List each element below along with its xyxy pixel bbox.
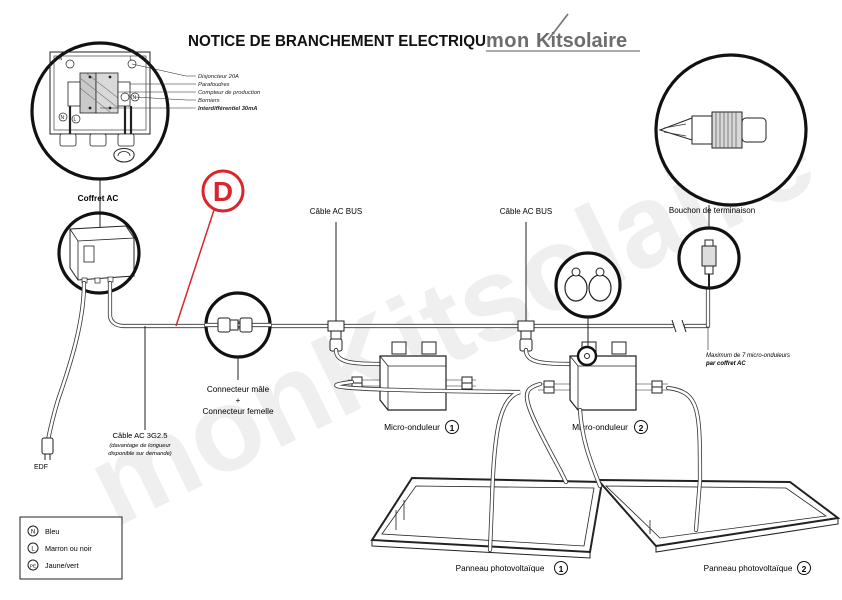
terminal-label: L xyxy=(74,117,77,123)
connecteur-male-label: Connecteur mâle xyxy=(207,385,270,394)
terminal-label: N xyxy=(133,95,137,101)
cable-ac-note-1: (davantage de longueur xyxy=(109,443,171,449)
legend-symbol-n: N xyxy=(31,530,35,536)
brand-logo-text-b: Kitsolaire xyxy=(536,30,627,52)
edf-label: EDF xyxy=(34,464,48,471)
color-legend: N Bleu L Marron ou noir PE Jaune/vert xyxy=(19,516,123,580)
max-note-1: Maximum de 7 micro-onduleurs xyxy=(706,353,790,359)
t-connector-icon xyxy=(327,320,345,352)
legend-symbol-l: L xyxy=(31,547,35,553)
max-note-2: par coffret AC xyxy=(705,361,746,367)
legend-text-bleu: Bleu xyxy=(45,527,59,536)
micro-label-1: Micro-onduleur xyxy=(384,422,440,432)
termination-cap-icon xyxy=(654,53,808,207)
panel-wires xyxy=(334,379,703,553)
ac-plug-icon xyxy=(41,437,54,460)
connecteur-plus-label: + xyxy=(236,396,241,405)
cable-bus-label-1: Câble AC BUS xyxy=(310,207,362,216)
coffret-legend: Disjoncteur 20A Parafoudres Compteur de … xyxy=(198,74,260,112)
legend-text-marron: Marron ou noir xyxy=(45,544,92,553)
terminal-label: N xyxy=(59,56,63,62)
micro-label-2: Micro-onduleur xyxy=(572,422,628,432)
coffret-ac-label: Coffret AC xyxy=(78,194,119,203)
micro-num-1: 1 xyxy=(450,423,455,433)
legend-interdifferentiel: Interdifférentiel 30mA xyxy=(198,106,258,112)
terminal-label: N xyxy=(61,115,65,121)
breaker-box-icon xyxy=(69,225,135,284)
male-female-connector-icon xyxy=(203,291,273,359)
legend-compteur: Compteur de production xyxy=(198,90,260,96)
legend-disjoncteur: Disjoncteur 20A xyxy=(198,74,239,80)
bouchon-label: Bouchon de terminaison xyxy=(669,206,755,215)
header: NOTICE DE BRANCHEMENT ELECTRIQU mon Kits… xyxy=(188,13,640,52)
cable-ac-label: Câble AC 3G2.5 xyxy=(113,431,168,440)
badge-d: D xyxy=(175,169,245,327)
legend-text-jaune: Jaune/vert xyxy=(45,561,79,570)
coffret-legend-leaders xyxy=(100,63,196,109)
brand-logo-text-a: mon xyxy=(486,30,530,52)
coffret-zoom-circle xyxy=(57,211,141,295)
coffret-detail-icon xyxy=(30,41,170,181)
solar-panel-icon xyxy=(595,478,841,553)
solar-panel-icon xyxy=(370,476,604,559)
microinverter-icon xyxy=(523,341,668,411)
legend-borniers: Borniers xyxy=(198,98,220,104)
cable-bus-label-2: Câble AC BUS xyxy=(500,207,552,216)
panneau-num-2: 2 xyxy=(802,564,807,574)
ac-cables xyxy=(45,280,711,443)
terminal-label: L xyxy=(130,56,133,62)
panneau-label-2: Panneau photovoltaïque xyxy=(704,564,793,573)
page-title: NOTICE DE BRANCHEMENT ELECTRIQU xyxy=(188,33,486,50)
cable-ac-note-2: disponible sur demande) xyxy=(108,451,172,457)
cable-ring-icon xyxy=(554,251,622,367)
microinverter-icon xyxy=(333,341,476,411)
panneau-num-1: 1 xyxy=(559,564,564,574)
termination-cap-icon xyxy=(677,226,741,290)
brand-logo-swoosh xyxy=(547,13,569,41)
panneau-label-1: Panneau photovoltaïque xyxy=(456,564,545,573)
legend-symbol-pe: PE xyxy=(30,564,36,570)
connecteur-femelle-label: Connecteur femelle xyxy=(203,407,274,416)
legend-parafoudres: Parafoudres xyxy=(198,82,230,88)
badge-letter: D xyxy=(213,176,233,207)
micro-num-2: 2 xyxy=(639,423,644,433)
t-connector-icon xyxy=(517,320,535,352)
